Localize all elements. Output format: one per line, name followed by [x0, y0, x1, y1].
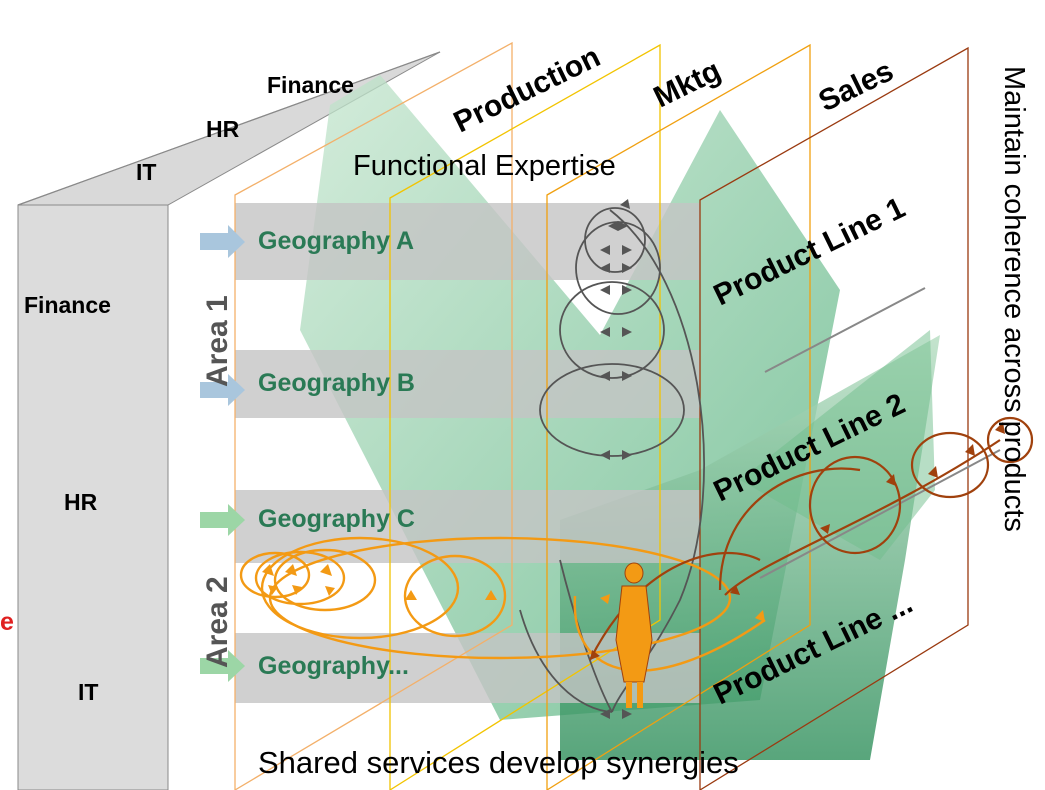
geography-label-more: Geography...: [258, 652, 409, 680]
product-line-trends: [759, 287, 1001, 579]
function-planes: [234, 41, 969, 790]
geography-label-c: Geography C: [258, 505, 415, 533]
side-label-finance: Finance: [24, 292, 111, 318]
side-label-it: IT: [78, 679, 98, 705]
shared-services-label: Shared services develop synergies: [258, 745, 739, 780]
function-label-sales: Sales: [814, 54, 899, 118]
geography-label-b: Geography B: [258, 369, 415, 397]
geography-labels: Geography A Geography B Geography C Geog…: [258, 227, 415, 680]
function-labels: Production Mktg Sales: [449, 40, 899, 139]
side-label-hr: HR: [64, 489, 98, 515]
functional-expertise-label: Functional Expertise: [353, 150, 616, 182]
geography-loop-arrowheads: [262, 564, 765, 622]
top-label-finance: Finance: [267, 72, 354, 98]
functional-loop-arrowheads: [600, 199, 632, 719]
top-label-it: IT: [136, 159, 156, 185]
employee-figure-icon: [615, 562, 653, 708]
area-label-1: Area 1: [201, 295, 234, 387]
product-loops: [589, 416, 1034, 661]
coherence-label: Maintain coherence across products: [998, 66, 1030, 532]
panel-top-labels: Finance HR IT: [136, 72, 354, 185]
area-label-2: Area 2: [201, 576, 234, 668]
panel-edge-text: e: [0, 608, 14, 636]
panel-side-labels: Finance HR IT: [24, 292, 111, 705]
area-arrows: [200, 225, 245, 682]
product-loop-arrowheads: [590, 422, 1005, 660]
shared-services-panel: [17, 51, 441, 790]
geography-label-a: Geography A: [258, 227, 414, 255]
top-label-hr: HR: [206, 116, 240, 142]
area-labels: Area 1 Area 2: [201, 295, 234, 668]
